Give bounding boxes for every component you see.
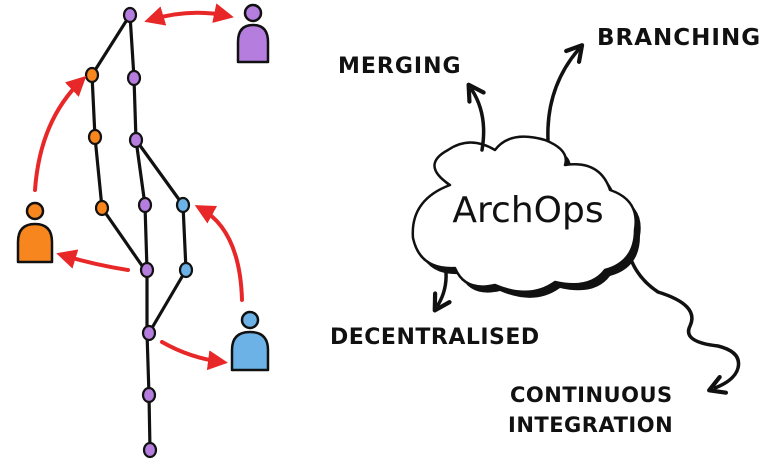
commit-node-orange	[87, 128, 103, 146]
merging-arrow	[466, 82, 486, 152]
merging-label: MERGING	[338, 54, 462, 79]
red-arrow	[160, 340, 228, 371]
git-graph	[84, 6, 194, 459]
main-branch-line	[128, 13, 152, 452]
red-arrow	[144, 3, 234, 26]
commit-node	[126, 69, 142, 87]
commit-node	[142, 441, 158, 459]
blue-branch-line	[134, 138, 188, 335]
cloud-label: ArchOps	[452, 190, 603, 231]
archops-cloud: ArchOps	[411, 135, 641, 298]
commit-node-orange	[84, 66, 100, 84]
decentralised-label: DECENTRALISED	[330, 325, 540, 350]
ci-arrow	[630, 260, 741, 395]
commit-node	[141, 386, 157, 404]
branching-label: BRANCHING	[597, 25, 761, 51]
commit-node-orange	[94, 199, 110, 217]
commit-node	[141, 324, 157, 342]
commit-node	[139, 261, 155, 279]
commit-node-blue	[175, 196, 191, 214]
ci-label-line1: CONTINUOUS	[510, 383, 673, 407]
commit-node	[137, 196, 153, 214]
ci-label-line2: INTEGRATION	[508, 413, 673, 437]
red-arrow	[56, 249, 130, 272]
red-arrow	[194, 205, 244, 302]
commit-node	[128, 131, 144, 149]
commit-node	[122, 6, 138, 24]
decentralised-arrow	[432, 270, 452, 313]
branching-arrow	[546, 43, 585, 142]
person-icon-blue	[230, 310, 270, 372]
person-icon-purple	[236, 3, 270, 64]
red-arrow	[33, 75, 87, 192]
sync-arrows	[33, 3, 244, 371]
person-icon-orange	[16, 201, 54, 264]
commit-node-blue	[178, 261, 194, 279]
